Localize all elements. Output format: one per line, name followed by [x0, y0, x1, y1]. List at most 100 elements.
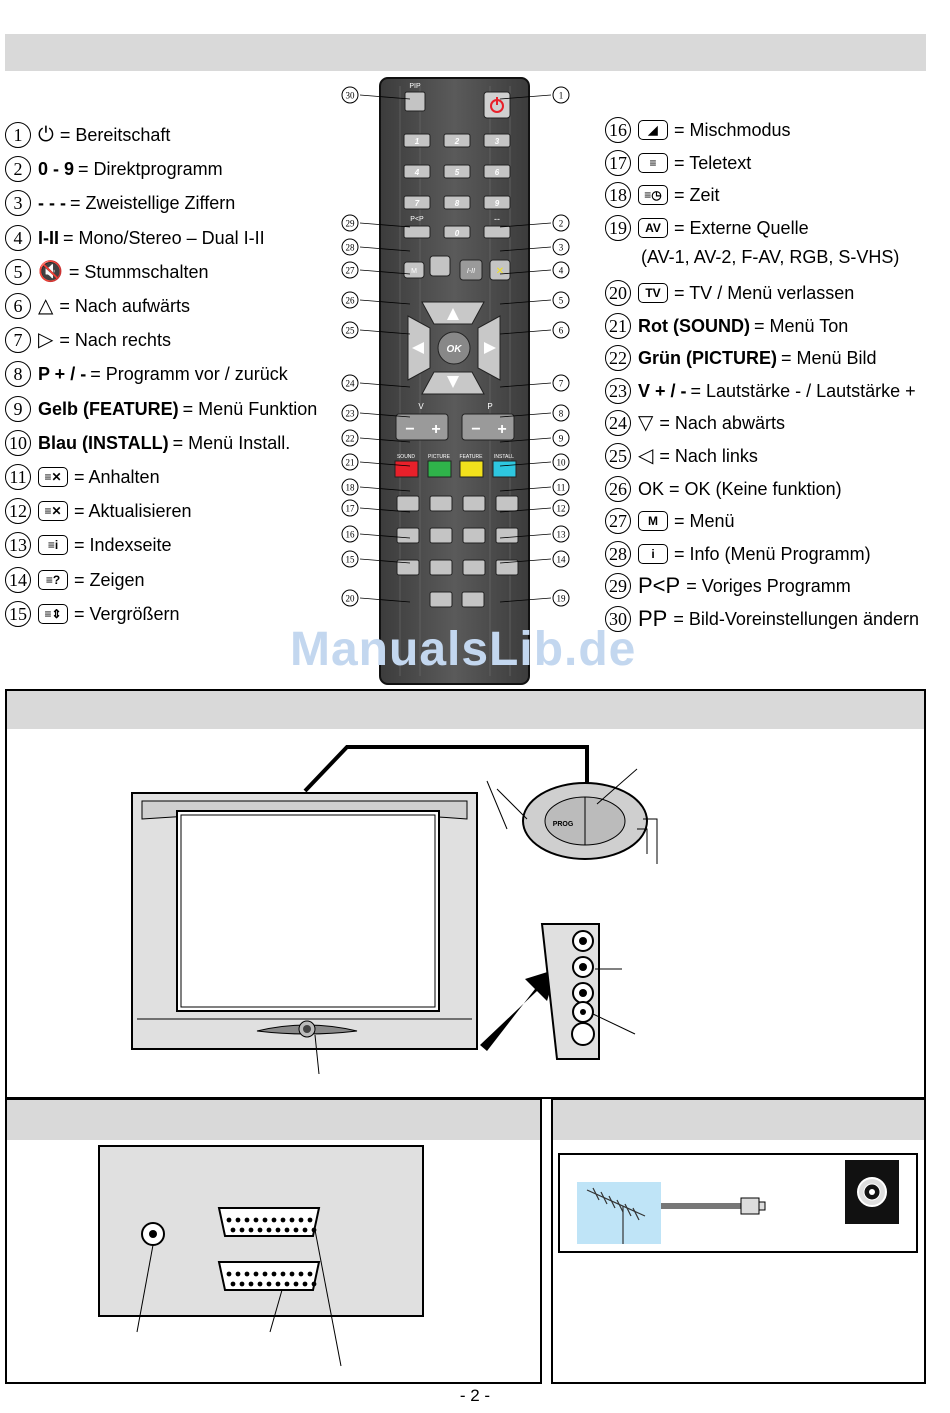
callout-number: 6 — [559, 326, 564, 336]
menu-icon: M — [638, 511, 668, 532]
legend-number: 15 — [5, 600, 31, 627]
yellow-button[interactable] — [459, 460, 484, 478]
legend-number: 2 — [5, 156, 31, 183]
tv-front-diagram: PROG — [131, 745, 658, 1075]
blue-button[interactable] — [492, 460, 517, 478]
legend-number: 16 — [605, 117, 631, 143]
pip-label: PIP — [409, 83, 421, 90]
digit-5-button[interactable] — [443, 164, 471, 179]
digit-6-button[interactable] — [483, 164, 511, 179]
callout-marker — [552, 478, 570, 496]
triangle-down-icon: ▽ — [638, 412, 654, 435]
index-alt-button[interactable] — [495, 559, 519, 576]
i2-button[interactable] — [459, 259, 483, 281]
green-button[interactable] — [427, 460, 452, 478]
callout-number: 29 — [346, 219, 356, 229]
legend-number: 18 — [605, 182, 631, 209]
callout-marker — [341, 429, 359, 447]
av-button[interactable] — [461, 591, 485, 608]
mute-button[interactable] — [489, 259, 511, 281]
legend-number: 13 — [5, 532, 31, 559]
digit-label: 2 — [454, 137, 460, 146]
digit-3-button[interactable] — [483, 133, 511, 148]
dash-label: -- — [494, 214, 500, 224]
legend-number: 23 — [605, 377, 631, 404]
callout-number: 20 — [346, 594, 356, 604]
legend-key: Grün (PICTURE) — [638, 348, 777, 369]
callout-marker — [341, 589, 359, 607]
dash-button[interactable] — [483, 225, 511, 239]
tv-icon: TV — [638, 283, 668, 303]
callout-number: 16 — [346, 530, 356, 540]
triangle-left-icon — [412, 342, 424, 354]
hold-alt-button[interactable] — [396, 527, 420, 544]
triangle-down-icon — [447, 376, 459, 388]
time-button[interactable] — [429, 495, 453, 512]
digit-9-button[interactable] — [483, 195, 511, 210]
legend-text: = TV / Menü verlassen — [674, 283, 855, 303]
legend-number: 17 — [605, 149, 631, 176]
legend-key: V + / - — [638, 380, 687, 401]
digit-1-button[interactable] — [403, 133, 431, 148]
legend-key: P + / - — [38, 364, 87, 385]
callout-number: 25 — [346, 326, 356, 336]
program-rocker[interactable] — [461, 413, 515, 441]
triangle-left-icon: ◁ — [638, 445, 654, 467]
teletext-button[interactable] — [396, 495, 420, 512]
legend-number: 29 — [605, 573, 631, 600]
digit-4-button[interactable] — [403, 164, 431, 179]
callout-marker — [341, 291, 359, 309]
callout-number: 4 — [559, 266, 564, 276]
legend-key: 0 - 9 — [38, 159, 75, 180]
time-icon: ≡◷ — [638, 185, 668, 206]
callout-number: 11 — [557, 483, 566, 493]
pip-button[interactable] — [404, 91, 426, 112]
rear-panel-header — [7, 1100, 540, 1140]
callout-number: 10 — [557, 458, 567, 468]
digit-label: 5 — [455, 168, 460, 177]
reveal-alt-button[interactable] — [429, 527, 453, 544]
legend-item: (AV-1, AV-2, F-AV, RGB, S-VHS) — [605, 247, 899, 267]
digit-8-button[interactable] — [443, 195, 471, 210]
legend-text: = Zeit — [674, 185, 720, 206]
ok-button[interactable] — [437, 331, 471, 365]
callout-marker — [341, 321, 359, 339]
legend-number: 20 — [605, 280, 631, 306]
volume-rocker[interactable] — [395, 413, 449, 441]
mix-button[interactable] — [396, 559, 420, 576]
tv-button[interactable] — [429, 591, 453, 608]
legend-key: Blau (INSTALL) — [38, 432, 169, 453]
legend-number: 12 — [5, 498, 31, 525]
callout-marker — [341, 550, 359, 568]
red-button[interactable] — [394, 460, 419, 478]
index-button[interactable] — [495, 527, 519, 544]
legend-number: 7 — [5, 327, 31, 354]
legend-number: 14 — [5, 566, 31, 593]
hold-button[interactable] — [495, 495, 519, 512]
digit-2-button[interactable] — [443, 133, 471, 148]
digit-0-label: 0 — [455, 229, 460, 238]
callout-marker — [552, 214, 570, 232]
info-button[interactable] — [429, 255, 451, 277]
update-alt-button[interactable] — [462, 527, 486, 544]
callout-number: 8 — [559, 409, 564, 419]
digit-7-button[interactable] — [403, 195, 431, 210]
update-button[interactable] — [462, 495, 486, 512]
pp-button[interactable] — [403, 225, 431, 239]
antenna-diagram — [558, 1153, 918, 1253]
callout-number: 14 — [557, 555, 567, 565]
antenna-connection-panel — [551, 1098, 926, 1384]
legend-number: 1 — [5, 122, 31, 148]
callout-marker — [552, 404, 570, 422]
reveal-button[interactable] — [462, 559, 486, 576]
callout-marker — [552, 321, 570, 339]
callout-number: 3 — [559, 243, 564, 253]
time-alt-button[interactable] — [429, 559, 453, 576]
legend-text: = Nach rechts — [59, 330, 171, 351]
digit-0-button[interactable] — [443, 225, 471, 239]
